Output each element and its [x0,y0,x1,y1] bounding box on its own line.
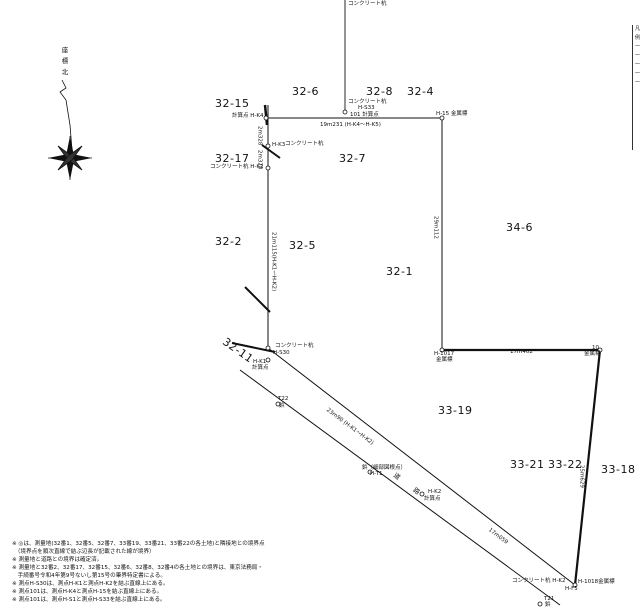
point-label-k1-sub: 計算点 [252,365,269,371]
parcel-32-4: 32-4 [407,85,434,98]
notes-block: ※ ◎は、測量地(32番1、32番5、32番7、33番19、33番21、33番2… [12,540,265,604]
legend-item: 一 [635,44,641,50]
point-label-f1018-code: H-1018金属標 [578,579,615,585]
point-label-k4: 計算点 H-K4 [232,113,264,119]
parcel-33-18: 33-18 [601,463,636,476]
parcel-33-21: 33-21 [510,458,545,471]
parcel-32-8: 32-8 [366,85,393,98]
point-label-k15: H-15 金属標 [436,111,468,117]
legend-item: 一 [635,53,641,59]
point-label-f1017: H-1017 [434,351,455,357]
compass-label: 座 標 北 [61,46,69,76]
legend-item: 一 [635,71,641,77]
point-label-f10-sub: 金属標 [584,351,601,357]
distance-left-small-2: 2m328 [256,150,263,170]
legend-item: 一 [635,80,641,86]
note-line: ※ ◎は、測量地(32番1、32番5、32番7、33番19、33番21、33番2… [12,541,265,547]
point-label-k1: H-K1 [253,359,267,365]
parcel-34-6: 34-6 [506,221,533,234]
point-label-k3: コンクリート杭 [285,141,324,147]
note-line: ※ 測点H-S30は、測点H-K1と測点H-K2を結ぶ直線上にある。 [12,581,169,587]
distance-left-vertical: 21m115(H-K1～H-K2) [270,232,277,292]
survey-points [263,109,603,607]
note-line: ※ 測量地と32番2、32番17、32番15、32番6、32番8、32番4の各土… [12,565,263,571]
point-label-t21-sub: 鋲 [545,602,551,608]
point-label-t1-code: H-T1 [370,471,383,477]
legend-item: 凡 [635,26,641,32]
point-label-t22: T22 [278,396,289,402]
point-label-k5-sub: 101 計算点 [350,112,379,118]
note-line: （境界点を順次直線で結ぶ辺長が記載された線が境界） [12,549,155,555]
point-label-t1: 鋲（細部図根点） [362,465,407,471]
note-line: ※ 測点101は、測点H-S1と測点H-S33を結ぶ直線上にある。 [12,597,166,603]
point-label-k2b: H-K2 [428,489,442,495]
legend-item: 例 [635,35,641,41]
point-label-k5: コンクリート杭 [348,99,387,105]
point-label-f10: 10 [592,345,599,351]
legend-item: 一 [635,62,641,68]
point-label-s30: コンクリート杭 [275,343,314,349]
point-label-k3-code: H-K3 [272,142,286,148]
note-line: 手続番号令和4年第9号ないし第15号の筆界特定書による。 [12,573,166,579]
distance-right-diagonal: 25m629 [578,465,585,488]
note-line: ※ 測量地と道路との境界は確定済。 [12,557,103,563]
parcel-32-6: 32-6 [292,85,319,98]
north-arrow-icon [48,79,92,180]
parcel-32-1: 32-1 [386,265,413,278]
legend-box: 凡 例 一 一 一 一 一 [632,25,642,150]
point-label-s30-code: H-S30 [273,350,290,356]
point-label-top-stake: コンクリート杭 [348,1,387,7]
parcel-32-15: 32-15 [215,97,250,110]
point-label-f1018: コンクリート杭 H-K2 [512,578,566,584]
distance-right-vertical: 29m112 [432,216,439,239]
point-label-k2b-sub: 計算点 [424,496,441,502]
distance-bottom-horizontal: 17m402 [510,349,533,355]
parcel-32-7: 32-7 [339,152,366,165]
point-label-f1017-sub: 金属標 [436,357,453,363]
parcel-32-5: 32-5 [289,239,316,252]
parcel-33-19: 33-19 [438,404,473,417]
parcel-32-2: 32-2 [215,235,242,248]
point-label-k5-code: H-S33 [358,105,375,111]
distance-left-small: 2m328 [256,126,263,146]
point-label-k2: コンクリート杭 H-K2 [210,164,264,170]
distance-top: 19m231 (H-K4～H-K5) [320,122,381,128]
note-line: ※ 測点101は、測点H-K4と測点H-15を結ぶ直線上にある。 [12,589,163,595]
parcel-32-17: 32-17 [215,152,250,165]
point-label-t22-sub: 鋲 [279,403,285,409]
point-label-f1018-sub: H-F5 [565,586,578,592]
parcel-33-22: 33-22 [548,458,583,471]
point-label-t21: T21 [544,596,555,602]
boundary-lines [231,0,602,606]
